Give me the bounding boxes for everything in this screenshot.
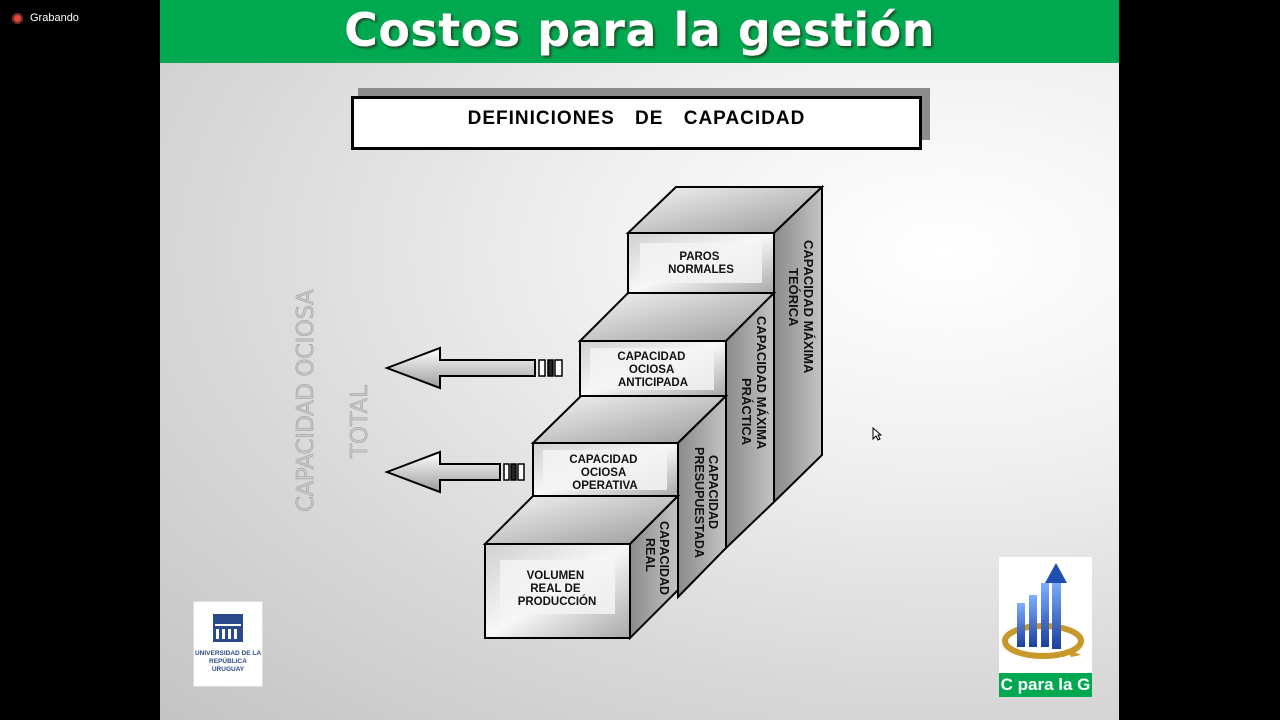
block-tier-3 bbox=[577, 290, 777, 551]
recording-label: Grabando bbox=[30, 12, 79, 24]
label-ociosa-anticipada: CAPACIDAD OCIOSA ANTICIPADA bbox=[617, 351, 688, 389]
capacity-diagram: PAROS NORMALES CAPACIDAD OCIOSA ANTICIPA… bbox=[293, 184, 825, 641]
block-tier-2 bbox=[530, 393, 729, 600]
university-building-icon bbox=[213, 614, 243, 642]
mouse-cursor-icon bbox=[872, 427, 882, 441]
university-logo: UNIVERSIDAD DE LA REPÚBLICA URUGUAY bbox=[193, 601, 263, 687]
recording-indicator: Grabando bbox=[12, 12, 79, 24]
label-volumen-real: VOLUMEN REAL DE PRODUCCIÓN bbox=[518, 570, 597, 608]
record-dot-icon bbox=[12, 12, 23, 24]
left-arrow-lower-icon bbox=[384, 450, 525, 494]
brand-logo-label: C para la G bbox=[999, 673, 1092, 697]
brand-logo: C para la G bbox=[999, 557, 1092, 697]
presentation-slide: Costos para la gestión DEFINICIONES DE C… bbox=[160, 0, 1119, 720]
title-bar: Costos para la gestión bbox=[160, 0, 1119, 63]
university-logo-text: UNIVERSIDAD DE LA REPÚBLICA URUGUAY bbox=[194, 650, 262, 673]
side-label-capacidad-ociosa: CAPACIDAD OCIOSA bbox=[293, 289, 319, 512]
left-arrow-upper-icon bbox=[384, 346, 563, 390]
block-tier-4 bbox=[625, 184, 825, 505]
label-capacidad-presupuestada: CAPACIDAD PRESUPUESTADA bbox=[692, 447, 720, 558]
side-label-total: TOTAL bbox=[347, 385, 373, 459]
definitions-header-box: DEFINICIONES DE CAPACIDAD bbox=[351, 96, 922, 150]
block-tier-1 bbox=[482, 493, 681, 641]
label-capacidad-real: CAPACIDAD REAL bbox=[643, 521, 671, 599]
label-ociosa-operativa: CAPACIDAD OCIOSA OPERATIVA bbox=[569, 454, 640, 492]
growth-chart-icon bbox=[1002, 563, 1084, 659]
label-capacidad-teorica: CAPACIDAD MÁXIMA TEÓRICA bbox=[786, 240, 816, 377]
label-capacidad-practica: CAPACIDAD MÁXIMA PRÁCTICA bbox=[739, 316, 769, 453]
definitions-header: DEFINICIONES DE CAPACIDAD bbox=[467, 108, 806, 129]
label-paros: PAROS NORMALES bbox=[668, 251, 734, 276]
slide-title: Costos para la gestión bbox=[344, 3, 935, 57]
